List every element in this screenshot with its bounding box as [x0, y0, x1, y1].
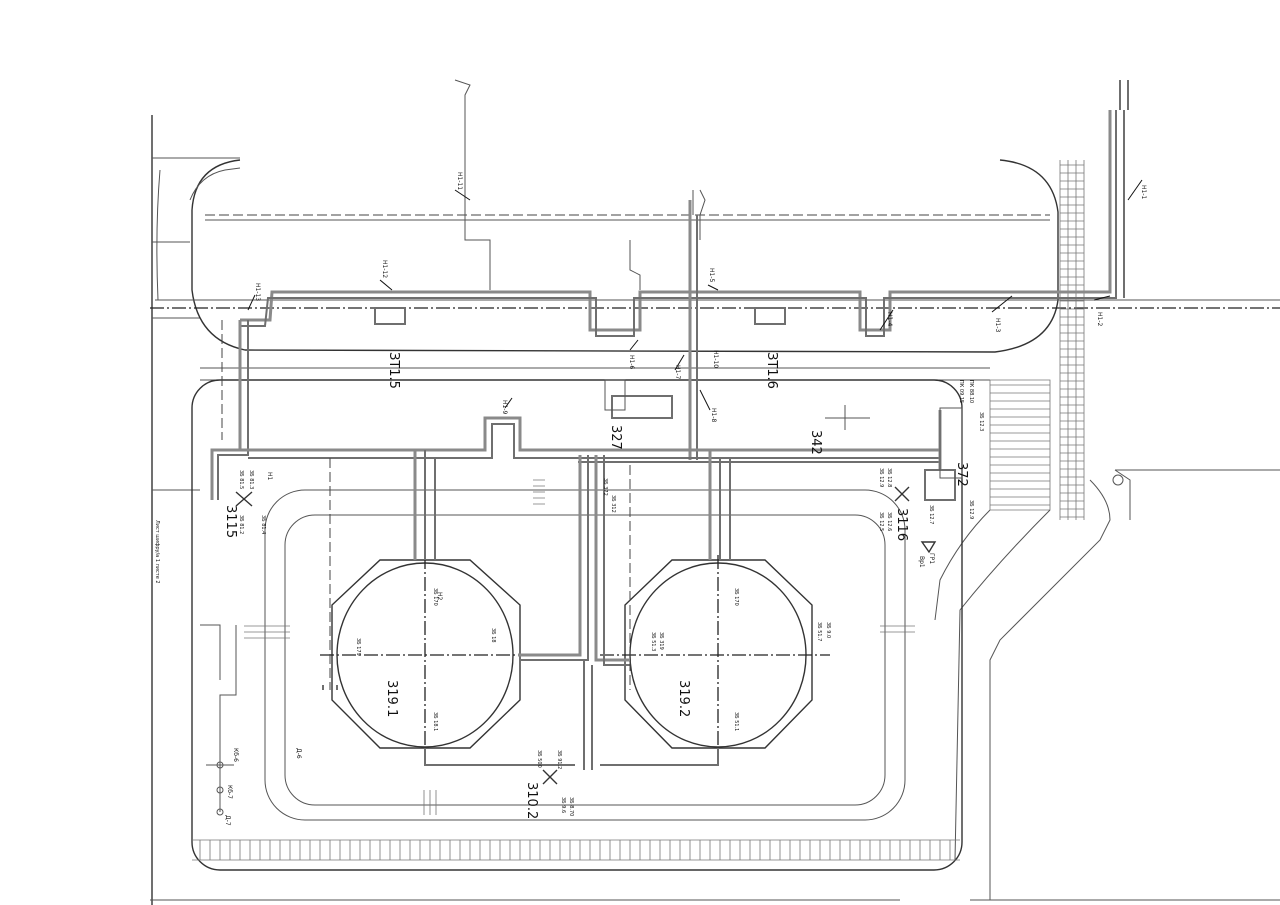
object-label-obj-3715: ЗТ1.5 [386, 352, 401, 389]
tank-bund [191, 379, 963, 871]
drawing-frame [150, 115, 1280, 905]
object-label-obj-3116: 3116 [894, 508, 909, 541]
pipe-code-p8: 3Б 18.1 [432, 712, 438, 731]
tank-319-1 [320, 555, 530, 760]
pipe-code-p4: 3Б 81.4 [260, 515, 266, 534]
pipe-code-p16: 3Б 51.1 [733, 712, 739, 731]
tank-319-2 [600, 555, 830, 760]
well-label-w3: Д-6 [295, 748, 302, 759]
object-label-obj-3716: ЗТ1.6 [764, 352, 779, 389]
line-tag-t6: Н1-2 [1096, 312, 1103, 326]
line-tag-t8: Н1-4 [886, 312, 893, 326]
pipe-code-p7: 3Б 18 [490, 628, 496, 643]
sheet-side-note: Лист шифру/а 1 листе 2 [154, 520, 160, 584]
pipe-code-p23: 3Б 12.5 [878, 512, 884, 531]
pipe-code-p15: 3Б 9.0 [825, 622, 831, 638]
line-tag-t3: Н1-13 [254, 283, 261, 301]
line-tag-t4: Н1-5 [708, 268, 715, 282]
pipe-code-p6: 3Б 170 [733, 588, 739, 606]
well-label-w5: Вр1 [918, 556, 925, 568]
pipe-code-p10: 3Б 372 [602, 478, 608, 496]
line-tag-t2: Н1-12 [381, 260, 388, 278]
well-label-w4: Д-7 [224, 815, 231, 826]
pipe-code-p11: 3Б 312 [610, 495, 616, 513]
object-label-obj-372: 372 [954, 462, 969, 487]
object-label-obj-3102: 310.2 [524, 782, 539, 819]
line-tag-t13: Н1-10 [712, 350, 719, 368]
tag-leaders [247, 179, 1143, 411]
line-tag-t5: Н1-1 [1140, 185, 1147, 199]
pipe-code-p27: 3Б 12.9 [968, 500, 974, 519]
pipe-code-p5: 3Б 170 [432, 588, 438, 606]
well-label-w2: Кб-7 [226, 785, 233, 799]
line-tag-t10: Н1-7 [674, 365, 681, 379]
object-label-obj-342: 342 [808, 430, 823, 455]
pipe-code-p21: 3Б 12.9 [878, 468, 884, 487]
line-tag-t9: Н1-6 [628, 355, 635, 369]
pipe-code-p12: 3Б 51.3 [650, 632, 656, 651]
pipe-code-p18: 3Б 91.2 [556, 750, 562, 769]
object-label-obj-3192: 319.2 [676, 680, 691, 717]
pipe-code-p20: 3Б 9.6 [560, 797, 566, 813]
pipe-code-p2: 3Б 81.3 [248, 470, 254, 489]
right-tracks [934, 160, 1280, 900]
line-tag-t11: Н1-8 [710, 408, 717, 422]
line-tag-t7: Н1-3 [994, 318, 1001, 332]
drawing-labels: Лист шифру/а 1 листе 2 ЗТ1.5 ЗТ1.6 327 342 37… [154, 172, 1147, 826]
object-label-obj-327: 327 [608, 425, 623, 450]
pipe-code-p28: ПК 09.15 [958, 380, 964, 403]
line-tag-t15: Н2 [436, 592, 443, 601]
line-tag-t12: Н1-9 [501, 400, 508, 414]
pipe-code-p26: 3Б 12.3 [978, 412, 984, 431]
pipe-code-p19: 3Б 8.70 [568, 797, 574, 816]
pipe-code-p13: 3Б 319 [658, 632, 664, 650]
pipe-code-p3: 3Б 81.2 [238, 515, 244, 534]
pipe-code-p9: 3Б 179 [355, 638, 361, 656]
pipe-code-p1: 3Б 81.5 [238, 470, 244, 489]
well-label-w6: ГР1 [928, 553, 935, 564]
pipe-code-p17: 3Б 500 [536, 750, 542, 768]
pipe-code-p22: 3Б 12.8 [886, 468, 892, 487]
pipe-network [200, 79, 1129, 816]
pipe-code-p25: 3Б 12.7 [928, 505, 934, 524]
pipe-code-p24: 3Б 12.6 [886, 512, 892, 531]
pipe-code-p29: ПК 88.10 [968, 380, 974, 403]
object-label-obj-3191: 319.1 [384, 680, 399, 717]
pipe-code-p14: 3Б 51.7 [816, 622, 822, 641]
object-label-obj-3115: 3115 [223, 505, 238, 538]
well-label-w1: Кб-6 [232, 748, 239, 762]
line-tag-t14: Н1 [266, 472, 273, 481]
line-tag-t1: Н1-11 [456, 172, 463, 190]
